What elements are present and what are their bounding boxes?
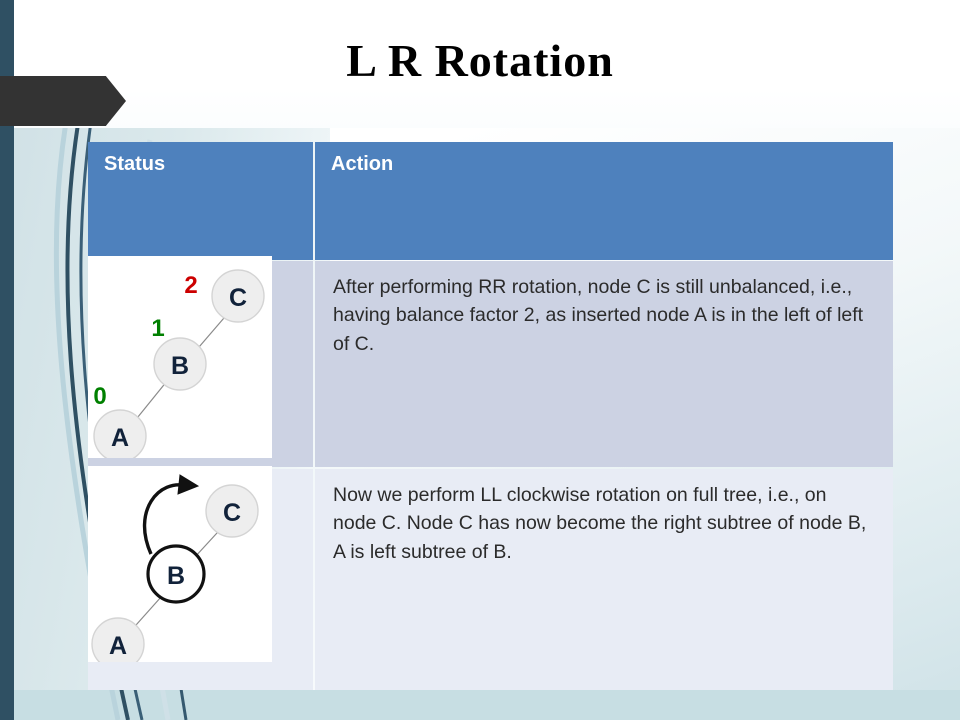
column-header-status-label: Status	[104, 153, 166, 175]
node-c-circle	[205, 484, 259, 538]
diagram-avl-tree-ll-rotation: C B A	[88, 466, 272, 662]
action-cell: Now we perform LL clockwise rotation on …	[315, 469, 893, 690]
node-b-label: B	[171, 352, 189, 380]
node-a-circle	[91, 617, 145, 662]
table-header-row: Status Action	[88, 142, 893, 260]
clockwise-rotation-arrowhead	[177, 474, 200, 495]
action-cell: After performing RR rotation, node C is …	[315, 261, 893, 467]
node-a-label: A	[111, 424, 129, 452]
column-header-action-label: Action	[331, 153, 394, 175]
background-stripe-left	[0, 0, 14, 720]
node-a-circle	[93, 409, 147, 458]
node-c-label: C	[223, 499, 241, 527]
node-b-circle	[153, 337, 207, 391]
node-b-circle-highlighted	[146, 544, 206, 604]
background-white-top	[14, 0, 960, 128]
balance-factor-b: 1	[151, 315, 164, 342]
node-b-label: B	[167, 562, 185, 590]
node-a-label: A	[109, 632, 127, 660]
column-header-status: Status	[88, 142, 313, 260]
avl-tree-svg-2: C B A	[91, 474, 259, 662]
balance-factor-c: 2	[184, 272, 197, 299]
avl-tree-svg-1: C 2 B 1 A 0	[93, 269, 265, 458]
node-c-label: C	[229, 284, 247, 312]
balance-factor-a: 0	[93, 383, 106, 410]
arrow-banner-shape	[0, 76, 126, 126]
diagram-avl-tree-unbalanced: C 2 B 1 A 0	[88, 256, 272, 458]
column-header-action: Action	[315, 142, 893, 260]
node-c-circle	[211, 269, 265, 323]
page-title: L R Rotation	[346, 35, 614, 86]
clockwise-rotation-arc	[142, 483, 189, 555]
background-band-bottom	[0, 690, 960, 720]
